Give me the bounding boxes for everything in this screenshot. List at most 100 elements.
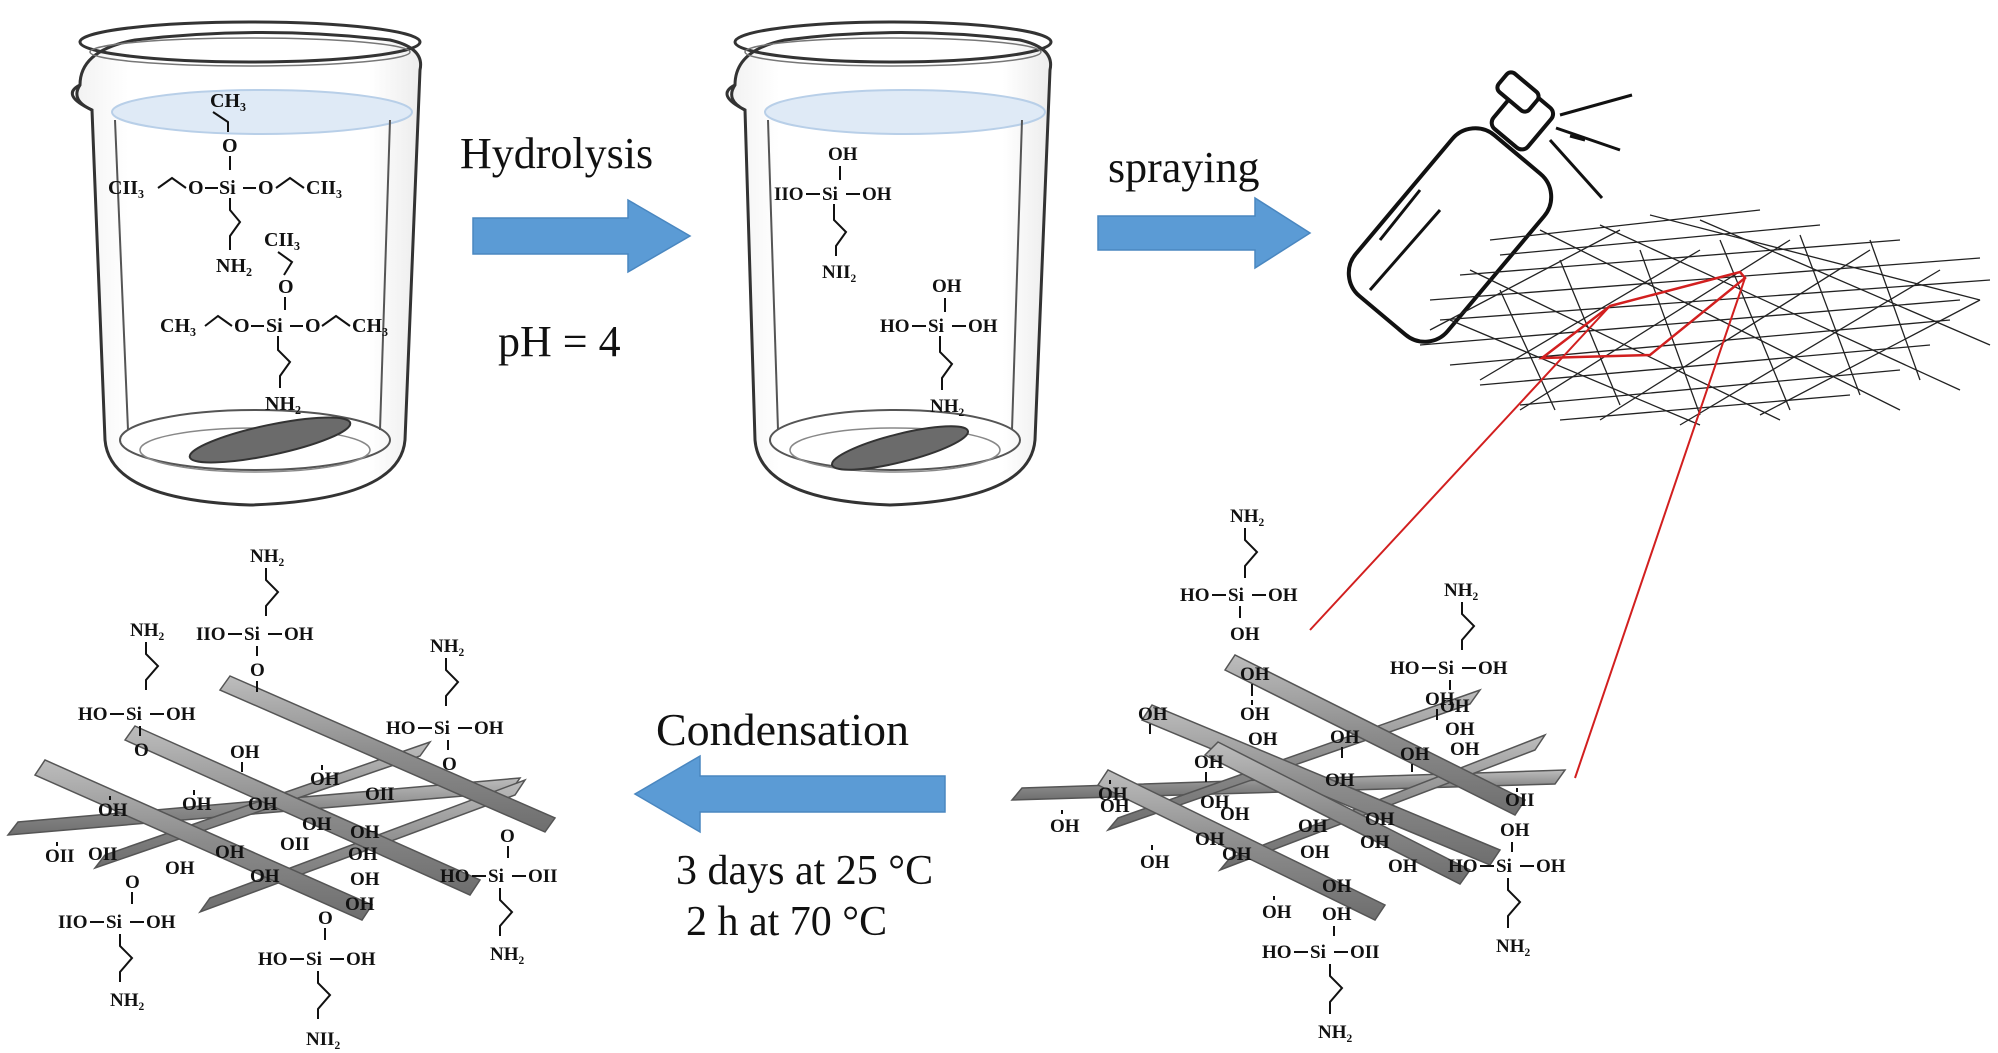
- condensation-condition-1: 3 days at 25 °C: [676, 848, 933, 894]
- svg-text:OH: OH: [1195, 829, 1225, 850]
- fiber-rods: [6, 675, 557, 921]
- svg-text:OH: OH: [1098, 784, 1128, 805]
- beaker-icon: [725, 20, 1053, 507]
- svg-text:HO: HO: [1180, 585, 1210, 606]
- zoom-line-right: [1574, 277, 1746, 779]
- svg-text:OH: OH: [284, 624, 314, 645]
- svg-text:O: O: [234, 315, 250, 337]
- svg-text:OH: OH: [1230, 624, 1260, 645]
- svg-text:OH: OH: [1440, 696, 1470, 717]
- svg-text:OII: OII: [1350, 942, 1380, 963]
- svg-text:OH: OH: [1138, 704, 1168, 725]
- svg-text:OH: OH: [1322, 876, 1352, 897]
- svg-text:O: O: [222, 135, 238, 157]
- svg-text:OH: OH: [302, 814, 332, 835]
- svg-text:OH: OH: [1200, 792, 1230, 813]
- svg-text:NII₂: NII₂: [822, 262, 857, 283]
- svg-text:OH: OH: [1300, 842, 1330, 863]
- silanol-attached-3: OH HO Si OH NH₂: [1448, 820, 1566, 957]
- svg-text:NH₂: NH₂: [110, 990, 145, 1011]
- svg-text:Si: Si: [266, 315, 283, 337]
- svg-text:O: O: [305, 315, 321, 337]
- svg-text:OII: OII: [45, 846, 75, 867]
- svg-text:Si: Si: [434, 718, 450, 739]
- surface-oh-groups: OH OH OH OH OH OH OH OH OH OH OH OH OH O…: [1050, 664, 1535, 923]
- svg-text:HO: HO: [386, 718, 416, 739]
- svg-text:IIO: IIO: [774, 184, 804, 205]
- svg-text:OH: OH: [1536, 856, 1566, 877]
- fiber-rods: [1010, 654, 1567, 921]
- svg-text:OH: OH: [310, 769, 340, 790]
- svg-text:CH₃: CH₃: [352, 315, 388, 337]
- svg-text:OH: OH: [98, 800, 128, 821]
- svg-text:O: O: [134, 740, 149, 761]
- hydrolysis-arrow: [472, 198, 692, 274]
- silanol-molecule-2: OH HO Si OH NH₂: [880, 276, 998, 417]
- svg-text:OH: OH: [1262, 902, 1292, 923]
- beaker-1: CH₃ O CII₃ O Si O CII₃ NH₂ CII₃ O CH₃ O: [70, 20, 423, 507]
- spray-bottle-icon: [1346, 70, 1633, 344]
- svg-text:HO: HO: [1390, 658, 1420, 679]
- svg-text:CII₃: CII₃: [264, 229, 300, 251]
- svg-text:OH: OH: [146, 912, 176, 933]
- svg-text:OH: OH: [1360, 832, 1390, 853]
- beaker-icon: [70, 20, 423, 507]
- condensation-label: Condensation: [656, 704, 909, 755]
- svg-text:NH₂: NH₂: [930, 396, 965, 417]
- svg-text:IIO: IIO: [196, 624, 226, 645]
- svg-text:OH: OH: [1500, 820, 1530, 841]
- svg-text:IIO: IIO: [58, 912, 88, 933]
- svg-text:O: O: [500, 826, 515, 847]
- condensed-silane-1: NH₂ IIO Si OH O: [196, 546, 314, 692]
- condensed-silane-2: NH₂ HO Si OH O: [78, 620, 196, 761]
- svg-text:NH₂: NH₂: [490, 944, 525, 965]
- sprayed-fiber-network: OH OH OH OH OH OH OH OH OH OH OH OH OH O…: [1010, 506, 1567, 1043]
- svg-text:HO: HO: [78, 704, 108, 725]
- svg-text:OH: OH: [968, 316, 998, 337]
- svg-text:Si: Si: [106, 912, 122, 933]
- svg-text:O: O: [258, 177, 274, 199]
- svg-text:OH: OH: [474, 718, 504, 739]
- svg-text:HO: HO: [258, 949, 288, 970]
- svg-text:OH: OH: [1050, 816, 1080, 837]
- svg-text:OH: OH: [346, 949, 376, 970]
- svg-text:NII₂: NII₂: [306, 1029, 341, 1050]
- svg-text:OII: OII: [280, 834, 310, 855]
- svg-text:O: O: [250, 660, 265, 681]
- svg-text:OH: OH: [1365, 809, 1395, 830]
- svg-text:OH: OH: [1240, 664, 1270, 685]
- zoom-line-left: [1309, 305, 1611, 631]
- svg-text:O: O: [318, 908, 333, 929]
- svg-text:NH₂: NH₂: [130, 620, 165, 641]
- svg-text:OH: OH: [230, 742, 260, 763]
- svg-text:O: O: [188, 177, 204, 199]
- svg-text:O: O: [125, 872, 140, 893]
- condensed-silane-5: O IIO Si OH NH₂: [58, 872, 176, 1011]
- svg-text:OH: OH: [932, 276, 962, 297]
- svg-text:Si: Si: [1496, 856, 1512, 877]
- condensed-silane-4: O HO Si OII NH₂: [440, 826, 558, 965]
- highlight-region: [1538, 270, 1747, 360]
- svg-text:O: O: [278, 276, 294, 298]
- svg-text:Si: Si: [822, 184, 838, 205]
- condensation-arrow: [633, 754, 946, 834]
- svg-text:HO: HO: [1448, 856, 1478, 877]
- svg-text:OH: OH: [345, 894, 375, 915]
- stir-bar-icon: [830, 425, 970, 471]
- fiber-mesh-icon: [1419, 209, 1991, 426]
- svg-text:OH: OH: [1220, 804, 1250, 825]
- svg-text:NH₂: NH₂: [1230, 506, 1265, 527]
- svg-text:CH₃: CH₃: [210, 90, 246, 112]
- svg-text:OH: OH: [1100, 796, 1130, 817]
- svg-text:CII₃: CII₃: [108, 177, 144, 199]
- svg-text:Si: Si: [306, 949, 322, 970]
- beaker-2: OH IIO Si OH NII₂ OH HO Si OH NH₂: [725, 20, 1053, 507]
- svg-text:OII: OII: [1505, 790, 1535, 811]
- svg-text:HO: HO: [440, 866, 470, 887]
- condensed-silane-3: NH₂ HO Si OH O: [386, 636, 504, 775]
- surface-oh-groups: OH OH OH OII OII OH OH OII OII OH OH OH …: [45, 742, 395, 915]
- svg-text:OH: OH: [1330, 727, 1360, 748]
- silanol-attached-1: NH₂ HO Si OH OH: [1180, 506, 1298, 645]
- svg-text:HO: HO: [880, 316, 910, 337]
